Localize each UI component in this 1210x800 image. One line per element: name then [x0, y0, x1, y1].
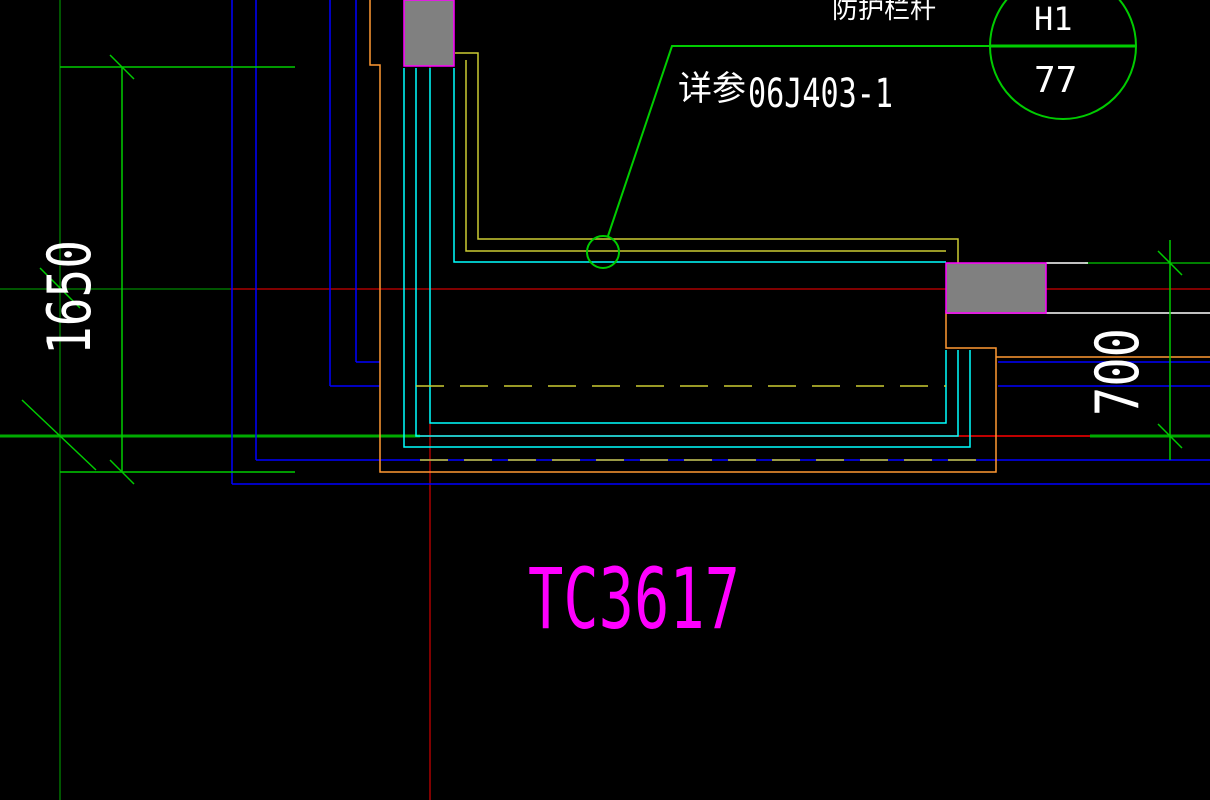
detail-ref-prefix: 详参 [678, 69, 746, 109]
guardrail-note: 防护栏杆 [832, 0, 936, 25]
dim-right-value: 700 [1083, 328, 1153, 416]
dim-right-tick-top [1157, 250, 1183, 276]
detail-index-bottom: 77 [1034, 60, 1077, 101]
dim-left-tick-mid2 [39, 267, 81, 309]
detail-index-top: H1 [1034, 0, 1073, 38]
dim-left-tick-top [109, 54, 135, 80]
wall-cyan-2 [403, 68, 971, 448]
leader-origin-circle [586, 235, 620, 269]
column-top [403, 0, 455, 67]
wall-cyan-3 [415, 68, 959, 437]
dim-left-tick-bottom [109, 459, 135, 485]
dim-left-tick-mid1 [21, 399, 97, 471]
dim-left-value: 1650 [35, 240, 105, 355]
sill-yellow-outer [455, 52, 959, 263]
column-right [945, 262, 1047, 314]
window-code: TC3617 [528, 550, 740, 648]
dim-right-tick-bottom [1157, 423, 1183, 449]
sill-yellow-inner [465, 60, 946, 252]
detail-ref-code: 06J403-1 [748, 71, 893, 117]
wall-cyan-1 [453, 68, 946, 263]
leader-line [607, 45, 1136, 237]
outline-orange [369, 0, 997, 473]
wall-cyan-4 [429, 68, 947, 424]
